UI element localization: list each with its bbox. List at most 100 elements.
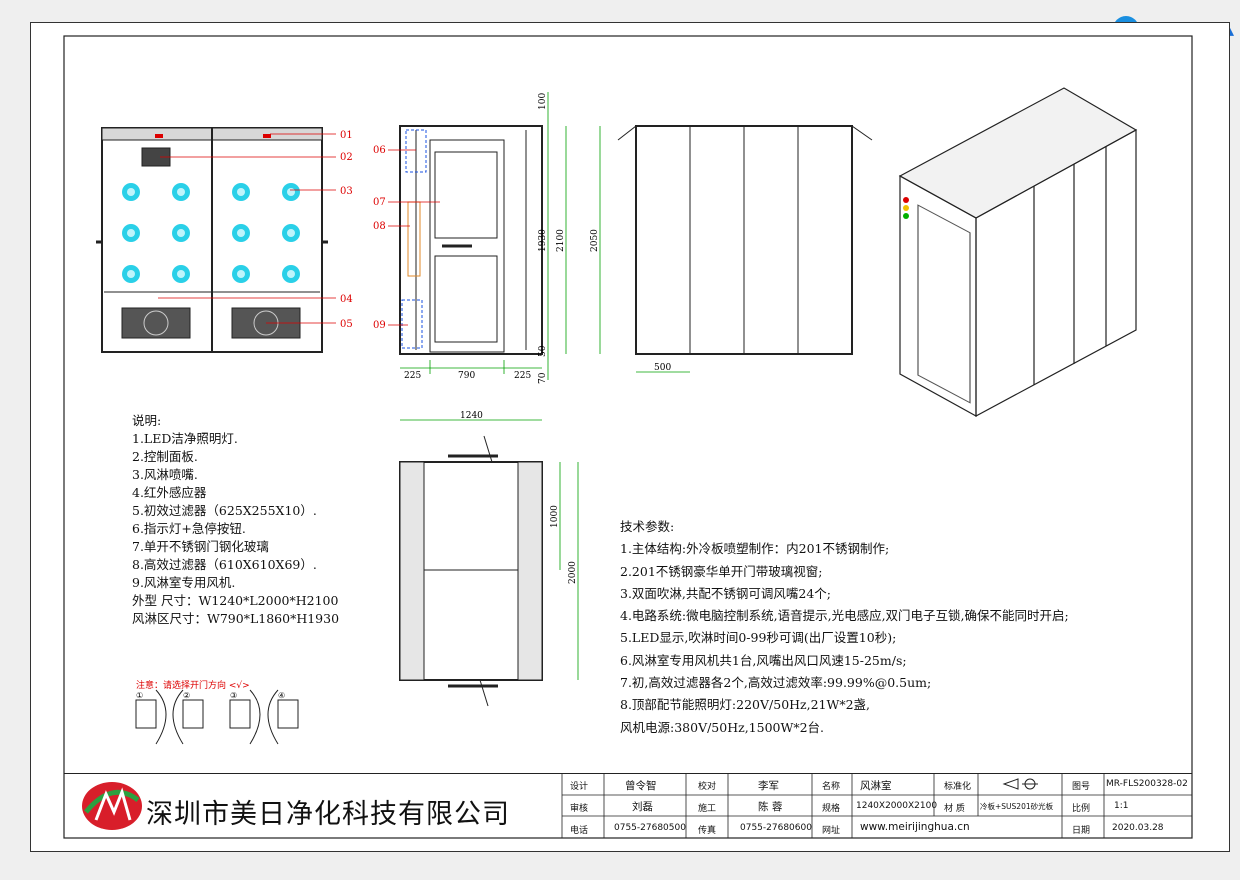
tech-params-block: 技术参数: 1.主体结构:外冷板喷塑制作：内201不锈钢制作; 2.201不锈钢… [620, 516, 1069, 739]
tech-title: 技术参数: [620, 519, 675, 534]
door-option-label: ④ [278, 691, 285, 700]
air-nozzle-core [177, 188, 185, 196]
notes-item: 6.指示灯+急停按钮. [132, 521, 246, 536]
callout-label: 02 [340, 152, 353, 163]
tech-item: 风机电源:380V/50Hz,1500W*2台. [620, 719, 825, 735]
scale-label: 比例 [1072, 804, 1091, 814]
company-logo-icon [82, 782, 142, 830]
title-block [64, 773, 1192, 839]
inner-frame [63, 35, 1193, 839]
door-option-label: ② [183, 691, 190, 700]
notes-item: 2.控制面板. [132, 449, 198, 464]
phone-value: 0755-27680500 [614, 823, 686, 833]
tech-item: 6.风淋室专用风机共1台,风嘴出风口风速15-25m/s; [620, 652, 907, 668]
indicator-green [903, 213, 909, 219]
phone-label: 电话 [570, 826, 589, 836]
dim-label: 1000 [550, 505, 560, 528]
company-name: 深圳市美日净化科技有限公司 [146, 799, 510, 830]
notes-item: 9.风淋室专用风机. [132, 575, 236, 590]
tech-item: 1.主体结构:外冷板喷塑制作：内201不锈钢制作; [620, 541, 890, 557]
design-label: 设计 [570, 782, 589, 792]
tech-item: 5.LED显示,吹淋时间0-99秒可调(出厂设置10秒); [620, 630, 897, 646]
hepa-filter [407, 201, 421, 277]
indicator-yellow [903, 205, 909, 211]
section-hidden-lines [401, 129, 427, 349]
notes-item: 风淋区尺寸：W790*L1860*H1930 [132, 611, 340, 626]
name-value: 风淋室 [860, 780, 892, 792]
tech-item: 7.初,高效过滤器各2个,高效过滤效率:99.99%@0.5um; [620, 675, 932, 691]
side-view [617, 125, 873, 355]
name-label: 名称 [822, 782, 841, 792]
dim-label: 2000 [568, 561, 578, 584]
air-nozzle-core [127, 270, 135, 278]
notes-item: 7.单开不锈钢门钢化玻璃 [132, 539, 269, 554]
build-value: 陈 蓉 [758, 801, 783, 813]
tech-item: 3.双面吹淋,共配不锈钢可调风嘴24个; [620, 585, 832, 601]
dim-label: 50 [538, 345, 548, 357]
door-option-label: ③ [230, 691, 237, 700]
callout-label: 03 [340, 186, 353, 197]
nozzle-group [122, 183, 300, 283]
air-nozzle-core [287, 188, 295, 196]
dim-label: 2050 [590, 229, 600, 252]
spec-label: 规格 [822, 804, 841, 814]
notes-item: 外型 尺寸：W1240*L2000*H2100 [132, 593, 339, 608]
material-value: 冷板+SUS201砂光板 [980, 802, 1054, 811]
dim-label: 225 [514, 371, 531, 381]
air-nozzle-core [177, 270, 185, 278]
web-value: www.meirijinghua.cn [860, 821, 970, 833]
air-nozzle-core [177, 229, 185, 237]
plan-dimensions [400, 419, 579, 680]
spec-value: 1240X2000X2100 [856, 801, 938, 811]
plan-view [399, 435, 543, 707]
notes-item: 1.LED洁净照明灯. [132, 431, 238, 446]
air-nozzle-core [287, 229, 295, 237]
door-direction-note: 注意：请选择开门方向 <√> [136, 681, 250, 691]
air-nozzle-core [237, 270, 245, 278]
dim-label: 100 [538, 93, 548, 110]
notes-title: 说明: [132, 413, 162, 428]
tech-item: 2.201不锈钢豪华单开门带玻璃视窗; [620, 563, 823, 579]
scale-value: 1:1 [1114, 801, 1129, 811]
callout-label: 06 [373, 145, 386, 156]
callout-label: 09 [373, 320, 386, 331]
review-value: 刘磊 [632, 801, 653, 813]
web-label: 网址 [822, 826, 841, 836]
dim-label: 1930 [538, 229, 548, 252]
tech-item: 4.电路系统:微电脑控制系统,语音提示,光电感应,双门电子互锁,确保不能同时开启… [620, 608, 1069, 624]
title-block-grid [561, 773, 1192, 838]
design-value: 曾令智 [625, 780, 657, 792]
callout-label: 04 [340, 294, 353, 305]
section-view [399, 125, 543, 355]
tech-item: 8.顶部配节能照明灯:220V/50Hz,21W*2盏, [620, 697, 871, 713]
section-dimensions [400, 92, 567, 380]
check-value: 李军 [758, 780, 779, 792]
callout-label: 07 [373, 197, 386, 208]
dim-label: 790 [458, 371, 475, 381]
callout-lines [158, 133, 336, 324]
air-nozzle-core [127, 188, 135, 196]
callout-lines-section [388, 149, 440, 326]
notes-block: 说明: 1.LED洁净照明灯. 2.控制面板. 3.风淋喷嘴. 4.红外感应器 … [132, 412, 339, 628]
material-label: 材 质 [944, 804, 965, 814]
air-nozzle-core [237, 229, 245, 237]
build-label: 施工 [698, 804, 717, 814]
notes-item: 5.初效过滤器（625X255X10）. [132, 503, 317, 518]
notes-item: 4.红外感应器 [132, 485, 207, 500]
fax-value: 0755-27680600 [740, 823, 812, 833]
side-dimensions [599, 126, 690, 373]
led-light [155, 134, 163, 138]
callout-label: 01 [340, 130, 353, 141]
dim-label: 225 [404, 371, 421, 381]
notes-item: 3.风淋喷嘴. [132, 467, 198, 482]
review-label: 审核 [570, 804, 589, 814]
air-nozzle-core [127, 229, 135, 237]
isometric-view [898, 87, 1138, 418]
air-nozzle-core [287, 270, 295, 278]
led-light [263, 134, 271, 138]
dim-label: 70 [538, 372, 548, 384]
callout-label: 05 [340, 319, 353, 330]
fax-label: 传真 [698, 826, 717, 836]
dim-label: 1240 [460, 411, 483, 421]
air-nozzle-core [237, 188, 245, 196]
